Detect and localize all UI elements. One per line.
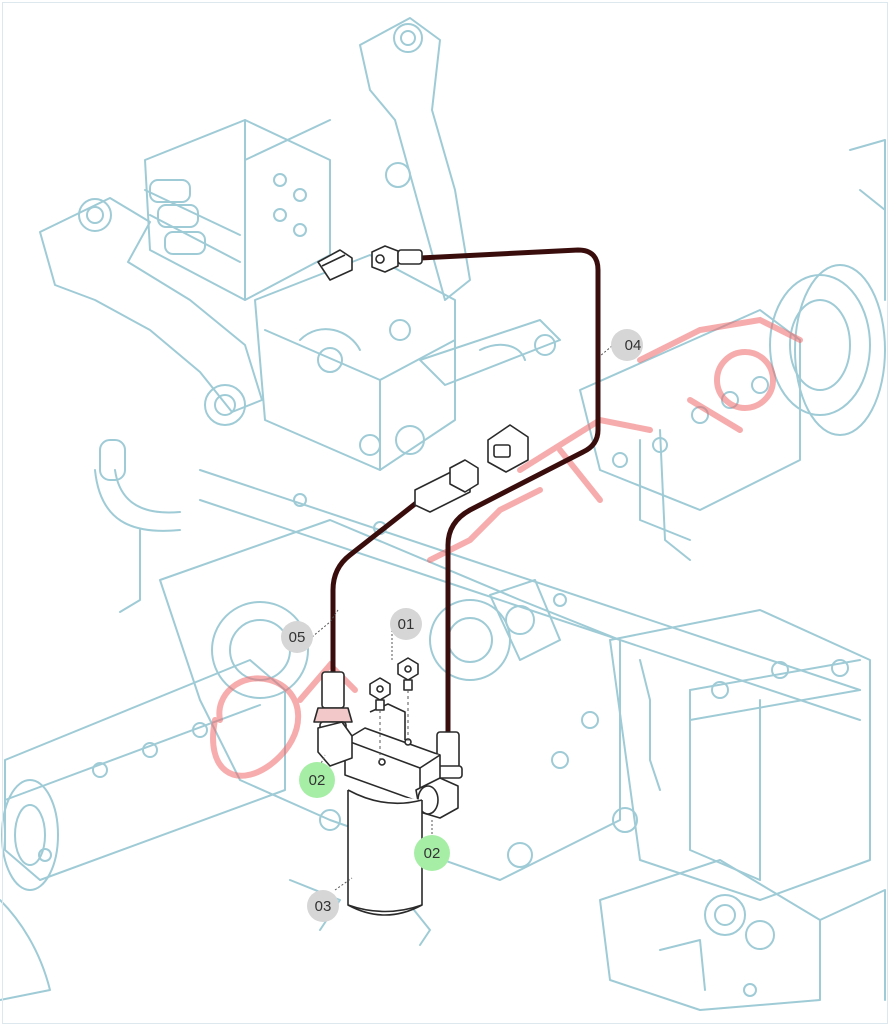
callout-03-label: 03 <box>315 898 332 915</box>
filter-head <box>344 703 441 803</box>
elbow-fitting-left <box>317 721 353 767</box>
electrical-connector <box>487 424 529 473</box>
middle-union-fitting <box>414 459 479 513</box>
valve-port-plug <box>317 249 353 281</box>
pipe-04 <box>419 247 601 735</box>
pipe-04-end-fitting <box>433 731 463 779</box>
callout-05: 05 <box>281 621 313 653</box>
callout-03: 03 <box>307 890 339 922</box>
callout-02-left: 02 <box>299 762 335 798</box>
callout-01-label: 01 <box>398 616 415 633</box>
upper-union-fitting <box>371 245 423 273</box>
bolt-b <box>397 657 419 691</box>
callout-04: 04 <box>611 329 643 361</box>
tractor-chassis-background <box>0 17 886 1011</box>
callout-05-label: 05 <box>289 629 306 646</box>
filter-canister <box>347 789 423 916</box>
bolt-assembly-lines <box>379 690 409 762</box>
callout-02-right: 02 <box>414 835 450 871</box>
watermark <box>210 316 803 779</box>
elbow-fitting-right <box>415 777 459 819</box>
callout-01: 01 <box>390 608 422 640</box>
callout-leader-lines <box>311 345 613 891</box>
callout-02-left-label: 02 <box>309 772 326 789</box>
callout-04-label: 04 <box>625 337 642 354</box>
pipe-05 <box>330 498 422 680</box>
callout-02-right-label: 02 <box>424 845 441 862</box>
